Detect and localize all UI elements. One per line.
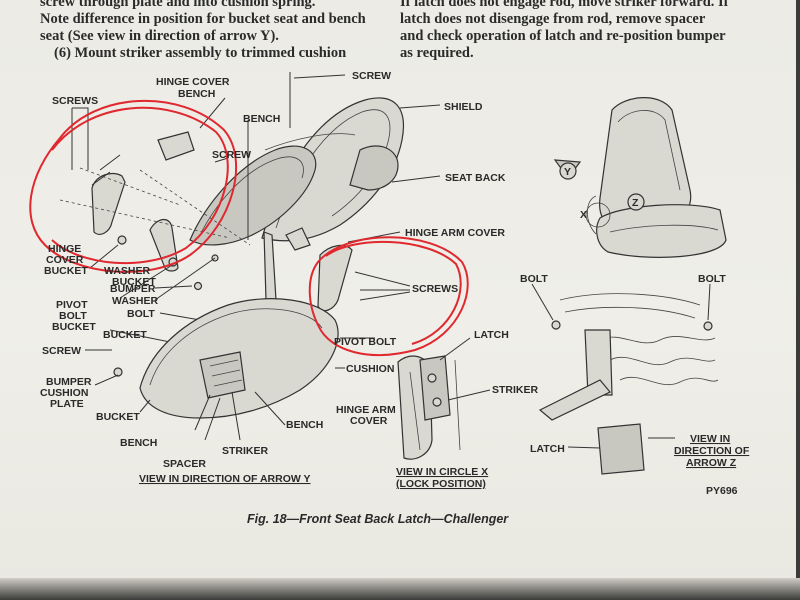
label-hinge-cover-bucket: COVER	[46, 254, 84, 266]
label-hinge-arm-cover-low: HINGE ARM	[336, 404, 396, 416]
manual-text-left: screw through plate and into cushion spr…	[40, 0, 390, 62]
label-screws-left: SCREWS	[52, 95, 98, 107]
label-hinge-arm-cover-low: COVER	[350, 415, 388, 427]
label-washer-bucket: WASHER	[104, 265, 151, 277]
red-circle-right-inner	[325, 240, 462, 345]
text-line: If latch does not engage rod, move strik…	[400, 0, 729, 10]
label-screws-right: SCREWS	[412, 283, 458, 295]
figure-caption: Fig. 18—Front Seat Back Latch—Challenger	[247, 512, 509, 526]
label-bucket-mid: BUCKET	[103, 329, 147, 341]
marker-circle-x: X	[580, 209, 587, 221]
label-screw-left: SCREW	[42, 345, 81, 357]
red-circle-right	[308, 236, 469, 357]
latch-circle-x-drawing	[397, 337, 491, 460]
label-hinge-cover-bench: HINGE COVER	[156, 76, 230, 88]
label-pivot-bolt: PIVOT BOLT	[334, 336, 397, 348]
label-pivot-bolt-bucket: BUCKET	[52, 321, 96, 333]
label-hinge-cover-bench: BENCH	[178, 88, 215, 100]
view-z-drawing	[531, 283, 719, 475]
label-bolt-left: BOLT	[127, 308, 155, 320]
label-latch-top: LATCH	[474, 329, 509, 341]
label-spacer: SPACER	[163, 458, 206, 470]
label-pivot-bolt-bucket: BOLT	[59, 310, 87, 322]
label-washer-bucket: BUCKET	[112, 276, 156, 288]
label-bolt-z-right: BOLT	[698, 273, 726, 285]
red-annotation-circles	[29, 99, 469, 357]
label-bench-right: BENCH	[286, 419, 323, 431]
red-circle-left	[29, 99, 238, 273]
marker-arrow-z: Z	[632, 197, 639, 209]
text-line: as required.	[400, 45, 474, 61]
figure-code: PY696	[706, 485, 738, 497]
label-view-arrow-z: VIEW IN	[690, 433, 730, 445]
label-bench-low: BENCH	[120, 437, 157, 449]
label-view-circle-x: VIEW IN CIRCLE X	[396, 466, 488, 478]
label-bolt-z-left: BOLT	[520, 273, 548, 285]
label-hinge-arm-cover: HINGE ARM COVER	[405, 227, 505, 239]
text-line: Note difference in position for bucket s…	[40, 11, 366, 27]
label-screw-mid: SCREW	[212, 149, 251, 161]
seat-back-drawing	[59, 72, 441, 386]
label-bumper-cushion-plate: PLATE	[50, 398, 84, 410]
label-hinge-cover-bucket: HINGE	[48, 243, 81, 255]
label-seat-back: SEAT BACK	[445, 172, 506, 184]
text-line: screw through plate and into cushion spr…	[40, 0, 316, 10]
label-cushion: CUSHION	[346, 363, 394, 375]
seat-illustration	[553, 97, 727, 258]
cushion-drawing	[139, 298, 345, 441]
label-shield: SHIELD	[444, 101, 483, 113]
label-bucket-low: BUCKET	[96, 411, 140, 423]
text-line: and check operation of latch and re-posi…	[400, 28, 726, 44]
label-view-arrow-z: DIRECTION OF	[674, 445, 750, 457]
label-striker-low: STRIKER	[222, 445, 269, 457]
text-line: latch does not disengage from rod, remov…	[400, 11, 706, 27]
label-bumper-cushion-plate: BUMPER	[46, 376, 92, 388]
label-view-circle-x: (LOCK POSITION)	[396, 478, 486, 490]
label-washer: WASHER	[112, 295, 159, 307]
label-view-arrow-z: ARROW Z	[686, 457, 737, 469]
callout-labels: SCREW HINGE COVER BENCH SCREWS BENCH SHI…	[40, 70, 750, 497]
red-circle-left-inner	[51, 106, 229, 265]
label-striker-right: STRIKER	[492, 384, 539, 396]
label-latch-z: LATCH	[530, 443, 565, 455]
label-bumper-cushion-plate: CUSHION	[40, 387, 88, 399]
label-hinge-cover-bucket: BUCKET	[44, 265, 88, 277]
label-view-arrow-y: VIEW IN DIRECTION OF ARROW Y	[139, 473, 311, 485]
text-line: seat (See view in direction of arrow Y).	[40, 28, 279, 44]
label-screw-top: SCREW	[352, 70, 391, 82]
page-shadow-right	[796, 0, 800, 600]
page-shadow-bottom	[0, 578, 800, 600]
marker-arrow-y: Y	[564, 166, 571, 178]
label-pivot-bolt-bucket: PIVOT	[56, 299, 88, 311]
label-bumper: BUMPER	[110, 283, 156, 295]
label-bench-top: BENCH	[243, 113, 280, 125]
manual-text-right: If latch does not engage rod, move strik…	[400, 0, 790, 62]
text-line: (6) Mount striker assembly to trimmed cu…	[54, 45, 347, 61]
